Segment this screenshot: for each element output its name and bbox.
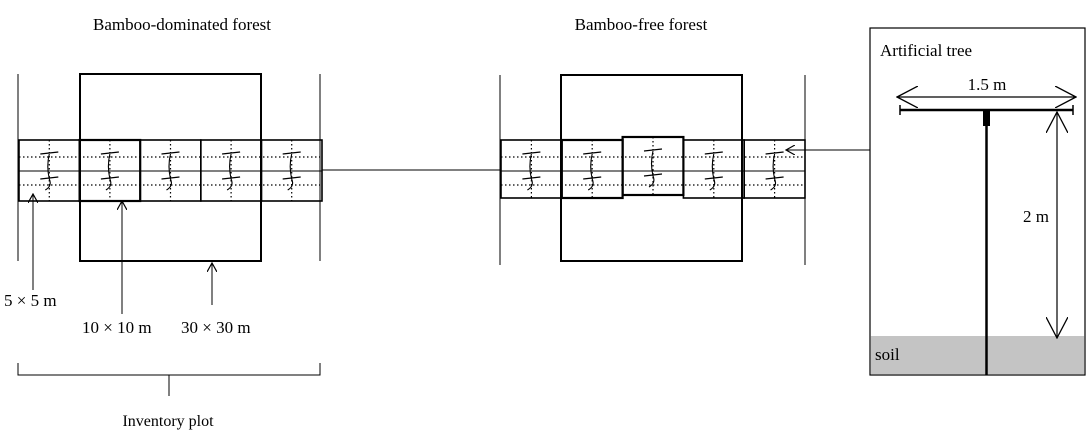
label-5x5: 5 × 5 m	[4, 291, 57, 310]
subplot-strip-left	[18, 138, 323, 203]
tree-glyph-top-right-1	[522, 151, 541, 155]
height-label: 2 m	[1023, 207, 1049, 226]
soil-label: soil	[875, 345, 900, 364]
artificial-tree-joint	[983, 110, 990, 126]
tree-glyph-stem-left-3	[166, 153, 172, 191]
artificial-tree-box	[869, 27, 1086, 376]
tree-glyph-stem-right-4	[709, 153, 716, 191]
width-label: 1.5 m	[968, 75, 1007, 94]
tree-glyph-top-right-2	[583, 151, 602, 155]
tree-glyph-top-left-1	[40, 151, 59, 155]
inventory-label: Inventory plot	[122, 413, 214, 430]
bamboo-dominated-title: Bamboo-dominated forest	[93, 15, 271, 34]
label-10x10: 10 × 10 m	[82, 318, 152, 337]
artificial-tree-label: Artificial tree	[880, 41, 972, 60]
tree-glyph-stem-left-1	[45, 153, 51, 191]
soil-layer	[870, 336, 1085, 375]
tree-glyph-top-left-4	[222, 151, 241, 155]
tree-glyph-top-right-4	[704, 151, 723, 155]
tree-glyph-stem-left-2	[105, 153, 112, 191]
height-label-bg	[1022, 205, 1052, 227]
tree-glyph-stem-right-2	[587, 153, 594, 191]
inventory-bracket	[17, 363, 321, 376]
tree-glyph-stem-right-3	[648, 150, 655, 188]
subplot-strip-right	[500, 135, 806, 200]
plot-30x30-left	[79, 73, 262, 262]
tree-glyph-top-right-3	[643, 148, 663, 152]
tree-glyph-stem-right-1	[527, 153, 533, 191]
tree-glyph-top-left-3	[161, 151, 180, 155]
label-30x30: 30 × 30 m	[181, 318, 251, 337]
tree-glyph-top-right-5	[765, 151, 784, 155]
tree-glyph-stem-right-5	[770, 153, 777, 191]
tree-glyph-stem-left-4	[226, 153, 233, 191]
bamboo-free-title: Bamboo-free forest	[575, 15, 708, 34]
tree-glyph-top-left-5	[282, 151, 301, 155]
tree-glyph-stem-left-5	[287, 153, 294, 191]
tree-glyph-top-left-2	[100, 151, 119, 155]
